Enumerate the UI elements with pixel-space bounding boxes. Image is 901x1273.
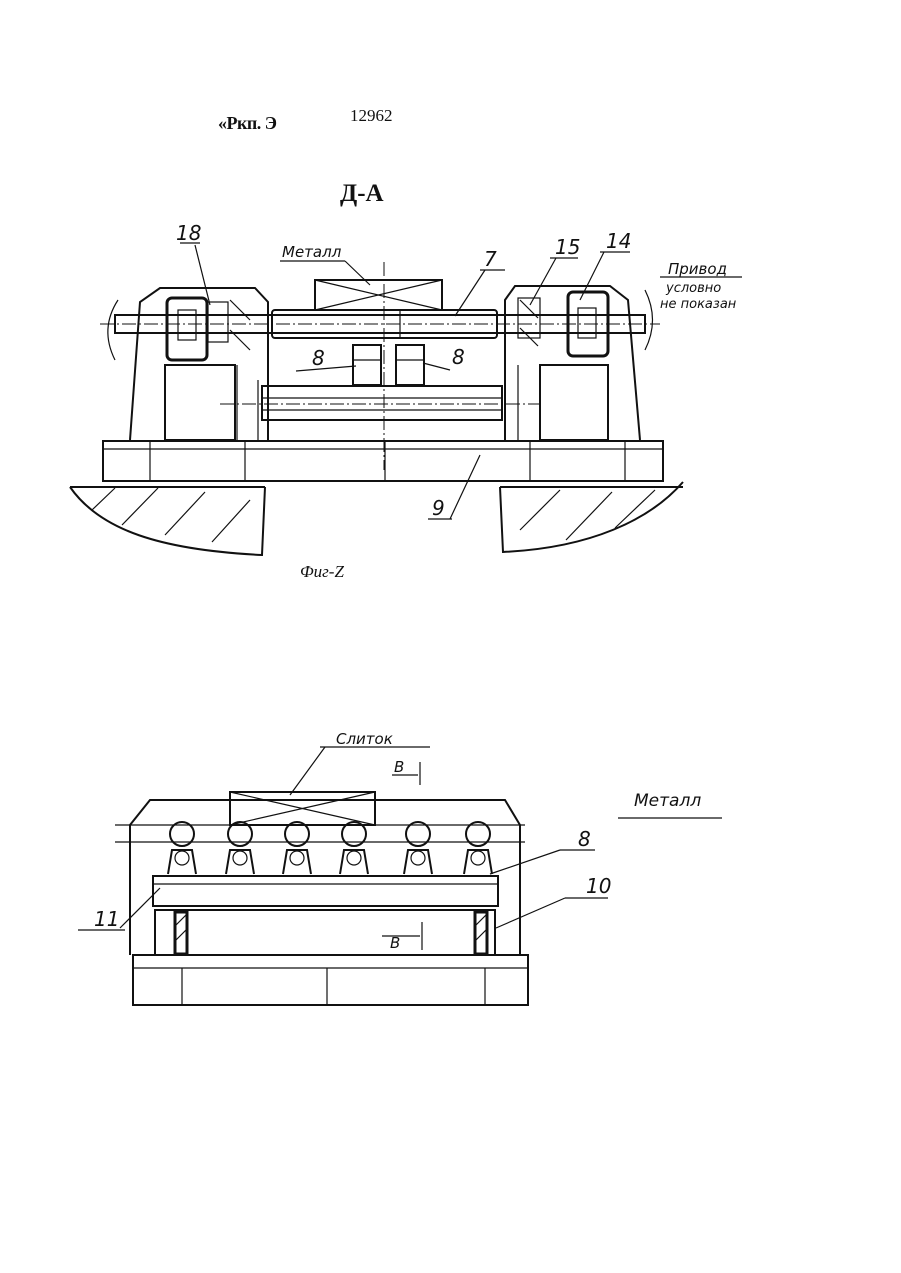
ingot <box>230 792 375 825</box>
label-section-b-bottom: В <box>390 934 400 952</box>
label-ingot: Слиток <box>336 730 393 748</box>
roller-row <box>168 822 492 874</box>
callout-11: 11 <box>94 907 119 931</box>
base <box>133 955 528 1005</box>
section-marks <box>382 762 422 950</box>
callout-10: 10 <box>586 874 611 898</box>
callout-8: 8 <box>578 827 591 851</box>
label-metal-2: Металл <box>634 791 701 811</box>
label-section-b-top: В <box>394 758 404 776</box>
beam-assembly <box>153 876 498 955</box>
